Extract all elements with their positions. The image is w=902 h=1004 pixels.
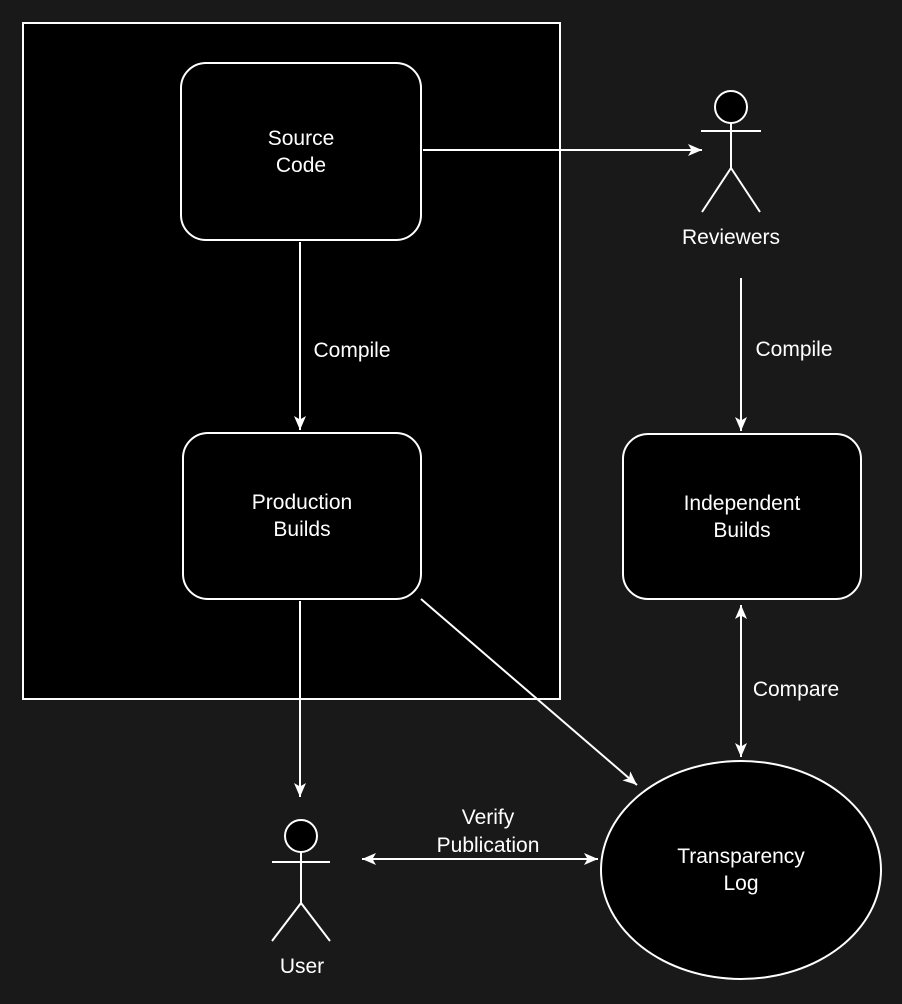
edge-production-to-transparency — [420, 598, 638, 786]
node-source-code: Source Code — [180, 62, 422, 241]
node-transparency-log: Transparency Log — [600, 760, 882, 980]
edge-label-compare: Compare — [752, 678, 840, 701]
user-head — [284, 819, 318, 853]
node-independent-builds: Independent Builds — [622, 433, 862, 600]
edge-label-verify-publication: Verify Publication — [436, 806, 540, 857]
edge-label-compile-right: Compile — [755, 338, 833, 361]
user-label: User — [279, 955, 325, 978]
node-production-builds: Production Builds — [182, 432, 422, 600]
reviewers-head — [714, 90, 748, 124]
reviewers-label: Reviewers — [681, 226, 781, 249]
reviewers-actor-icon — [701, 90, 761, 213]
user-actor-icon — [271, 819, 331, 942]
edge-label-compile-left: Compile — [313, 339, 391, 362]
